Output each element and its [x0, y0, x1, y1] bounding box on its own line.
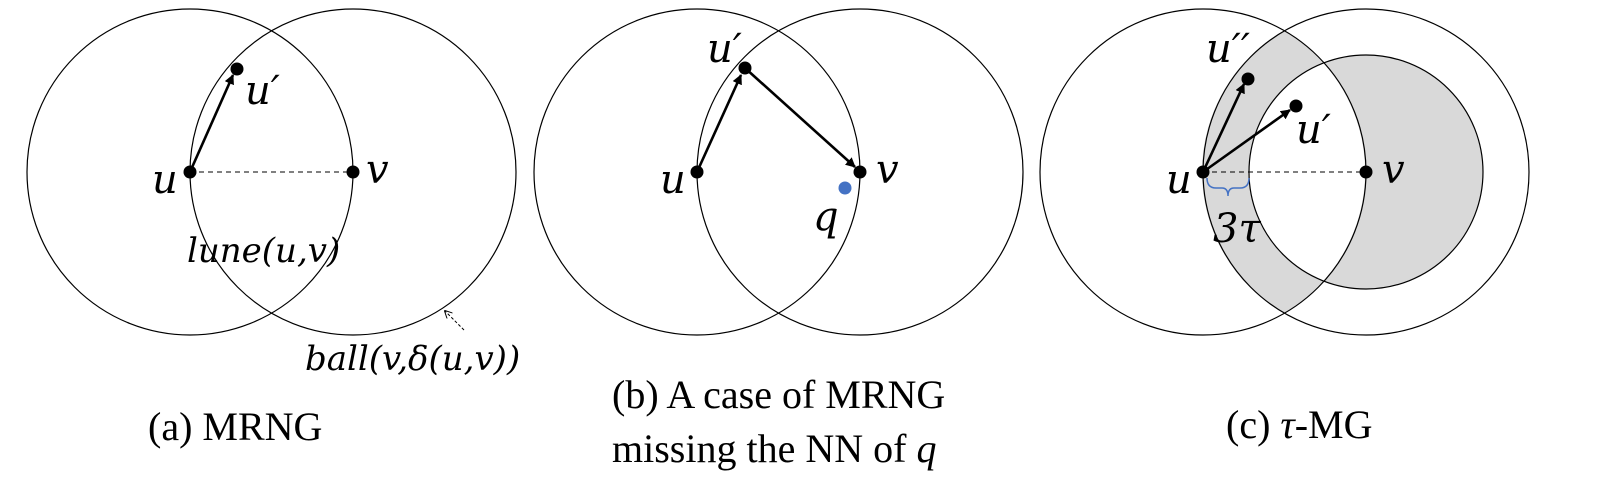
- node-v: [1359, 165, 1373, 179]
- label-v: v: [366, 147, 389, 193]
- label-v: v: [1382, 147, 1405, 193]
- label-ball: ball(v,δ(u,v)): [305, 339, 520, 379]
- three-tau-brace: [1206, 177, 1250, 197]
- edge-u-udprime-arrow: [1201, 83, 1246, 173]
- label-u: u: [1166, 157, 1192, 203]
- label-uprime: u′: [245, 68, 280, 114]
- panel-b: u u′ v q (b) A case of MRNG missing the …: [533, 8, 1024, 471]
- caption-b-line2-text: missing the NN of: [612, 426, 916, 471]
- query-point-q: [838, 181, 852, 195]
- caption-c-var: τ: [1280, 402, 1296, 447]
- panel-c: u u′′ u′ v 3τ (c) τ-MG: [1039, 8, 1530, 447]
- node-v: [853, 165, 867, 179]
- node-u: [690, 165, 704, 179]
- caption-c-pre: (c): [1226, 402, 1280, 447]
- node-uprime: [1289, 99, 1303, 113]
- caption-a: (a) MRNG: [148, 404, 322, 449]
- label-q: q: [813, 194, 839, 240]
- caption-c: (c) τ-MG: [1226, 402, 1373, 447]
- node-u: [1196, 165, 1210, 179]
- panel-a: u u′ v lune(u,v) ball(v,δ(u,v)) (a) MRNG: [26, 8, 520, 449]
- node-uprime: [230, 62, 244, 76]
- caption-b-line2-var: q: [916, 426, 936, 471]
- node-uprime: [738, 61, 752, 75]
- label-lune: lune(u,v): [187, 231, 340, 271]
- node-u: [183, 165, 197, 179]
- edge-u-uprime-arrow: [188, 74, 235, 173]
- label-v: v: [876, 147, 899, 193]
- edge-u-uprime-arrow: [1202, 108, 1291, 174]
- label-uprime: u′: [707, 26, 742, 72]
- node-udprime: [1241, 72, 1255, 86]
- edge-uprime-v-arrow: [744, 67, 856, 168]
- label-udprime: u′′: [1206, 26, 1250, 72]
- caption-b-line2: missing the NN of q: [612, 426, 936, 471]
- caption-b-line1: (b) A case of MRNG: [612, 372, 945, 417]
- ball-pointer-arrow: [445, 311, 465, 331]
- label-three-tau: 3τ: [1213, 206, 1261, 252]
- label-u: u: [660, 157, 686, 203]
- node-v: [346, 165, 360, 179]
- label-uprime: u′: [1296, 107, 1331, 153]
- label-u: u: [152, 157, 178, 203]
- caption-c-post: -MG: [1295, 402, 1373, 447]
- edge-u-uprime-arrow: [695, 74, 743, 173]
